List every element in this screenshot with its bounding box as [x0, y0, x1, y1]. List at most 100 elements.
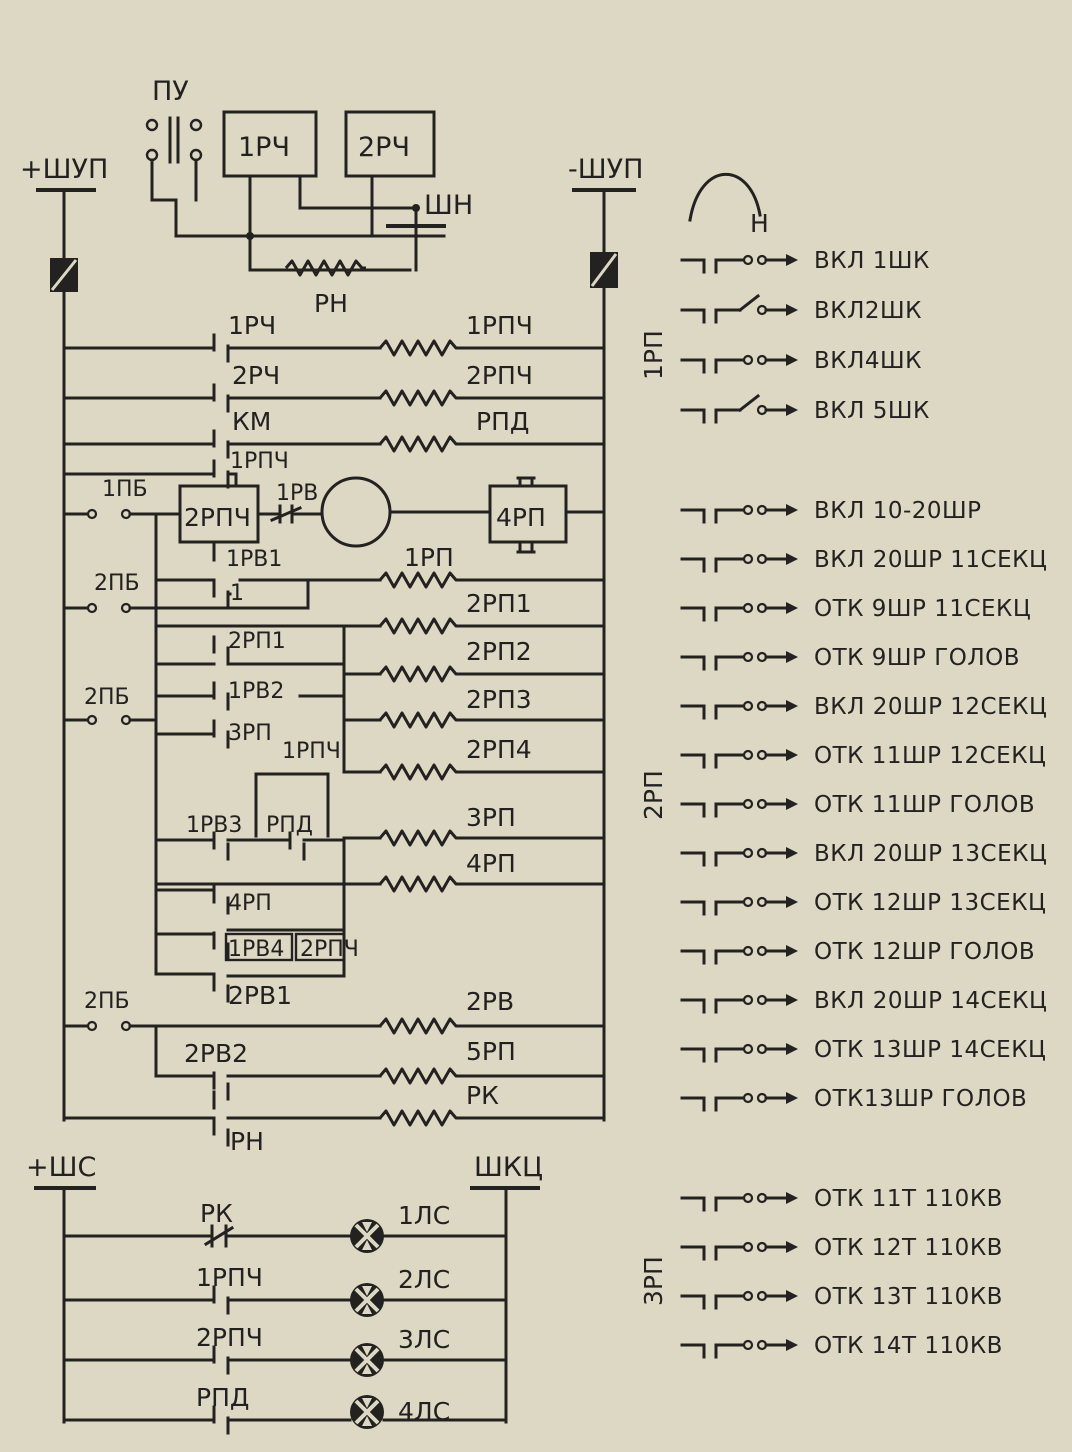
plus-shup-label: +ШУП	[20, 154, 108, 185]
contact-1-label: 1	[230, 581, 244, 606]
signal-contact-1rpch-label: 1РПЧ	[196, 1263, 263, 1292]
output-label: ВКЛ 20ШР 13СЕКЦ	[814, 841, 1047, 867]
output-label: ОТК 11Т 110КВ	[814, 1186, 1003, 1212]
contact-2rv2-label: 2РВ2	[184, 1039, 248, 1068]
output-g1-1: ВКЛ 1ШК	[814, 248, 930, 274]
output-label: ОТК 12ШР 13СЕКЦ	[814, 890, 1046, 916]
output-label: ОТК 9ШР 11СЕКЦ	[814, 596, 1031, 622]
output-label: ВКЛ 10-20ШР	[814, 498, 982, 524]
lamp-1ls-label: 1ЛС	[398, 1201, 450, 1230]
coil-4rp-label: 4РП	[466, 849, 516, 878]
output-label: ОТК 11ШР 12СЕКЦ	[814, 743, 1046, 769]
output-contact	[680, 1041, 800, 1063]
contact-2rv1-label: 2РВ1	[228, 981, 292, 1010]
output-label: ОТК 11ШР ГОЛОВ	[814, 792, 1035, 818]
coil-1rpch-label: 1РПЧ	[466, 311, 533, 340]
signal-section: +ШС ШКЦ РК 1ЛС 1РПЧ 2ЛС 2РПЧ 3ЛС РПД 4ЛС	[26, 1152, 543, 1435]
rn-coil-label: РН	[314, 289, 348, 318]
coil-2rp3-label: 2РП3	[466, 685, 532, 714]
contact-1rpch-label: 1РПЧ	[230, 449, 289, 474]
output-contact	[680, 649, 800, 671]
coil-2rp1-label: 2РП1	[466, 589, 532, 618]
shn-label: ШН	[424, 190, 473, 221]
lamp-3ls-label: 3ЛС	[398, 1325, 450, 1354]
contact-1rpch-b-label: 1РПЧ	[282, 739, 341, 764]
coil-2rp4-label: 2РП4	[466, 735, 532, 764]
contact-1rv-label: 1РВ	[276, 481, 318, 506]
signal-contact-rpd-label: РПД	[196, 1383, 249, 1412]
output-label: ВКЛ 20ШР 14СЕКЦ	[814, 988, 1047, 1014]
group-1rp-label: 1РП	[639, 330, 668, 380]
output-label: ОТК 14Т 110КВ	[814, 1333, 1003, 1359]
output-g1-3: ВКЛ4ШК	[814, 348, 922, 374]
coil-2rv-label: 2РВ	[466, 987, 514, 1016]
sub-relay-rows: 2ПБ 1 1РП 2РП1 2РП1 2РП2 2ПБ	[62, 543, 606, 781]
coil-2rpch-label: 2РПЧ	[466, 361, 533, 390]
coil-rpd-label: РПД	[476, 407, 529, 436]
output-contacts: Н 1РП 2РП 3РП ВКЛ 1ШК ВКЛ2ШК ВКЛ4ШК ВКЛ …	[639, 172, 1047, 1359]
contact-2rpch-box-label: 2РПЧ	[184, 503, 251, 532]
output-label: ОТК 9ШР ГОЛОВ	[814, 645, 1020, 671]
pu-label: ПУ	[152, 76, 189, 107]
output-label: ВКЛ 20ШР 12СЕКЦ	[814, 694, 1047, 720]
contact-3rp-label: 3РП	[228, 721, 272, 746]
output-g1-4: ВКЛ 5ШК	[814, 398, 930, 424]
relay-2rch-box	[344, 110, 436, 178]
lamp-1ls	[348, 1217, 386, 1255]
contact-1rch-label: 1РЧ	[228, 311, 276, 340]
lamp-3ls	[348, 1341, 386, 1379]
lower-relay-rows: 1РВ3 РПД 3РП 4РП 4РП 1РВ4 2РПЧ 2РВ1 2ПБ	[62, 772, 606, 1156]
switch-2pb-b-label: 2ПБ	[84, 685, 130, 710]
switch-2pb-a-label: 2ПБ	[94, 571, 140, 596]
motor-row: 1ПБ 2РПЧ 1РВ 4РП 1РВ1	[62, 476, 606, 976]
coil-rk-label: РК	[466, 1081, 499, 1110]
output-contact	[680, 502, 800, 524]
output-contact	[680, 747, 800, 769]
lamp-2ls	[348, 1281, 386, 1319]
output-label: ОТК 12ШР ГОЛОВ	[814, 939, 1035, 965]
contact-1rv1-label: 1РВ1	[226, 547, 282, 572]
output-contact	[680, 992, 800, 1014]
contact-1rv2-label: 1РВ2	[228, 679, 284, 704]
coil-1rp-label: 1РП	[404, 543, 454, 572]
plus-shs-label: +ШС	[26, 1152, 96, 1183]
switch-2pb-c-label: 2ПБ	[84, 989, 130, 1014]
relay-1rch-box	[222, 110, 318, 178]
output-contact	[680, 600, 800, 622]
output-contact	[680, 698, 800, 720]
coil-3rp-label: 3РП	[466, 803, 516, 832]
contact-2rp1-label: 2РП1	[228, 629, 286, 654]
group-3rp-label: 3РП	[639, 1256, 668, 1306]
lamp-4ls-label: 4ЛС	[398, 1397, 450, 1426]
key-n-label: Н	[750, 209, 769, 238]
output-label: ОТК 13Т 110КВ	[814, 1284, 1003, 1310]
output-contact	[680, 1239, 800, 1261]
output-contact	[680, 551, 800, 573]
output-contact	[680, 894, 800, 916]
contact-rn-label: РН	[230, 1127, 264, 1156]
output-g1-2: ВКЛ2ШК	[814, 298, 922, 324]
output-contact	[680, 1090, 800, 1112]
lamp-2ls-label: 2ЛС	[398, 1265, 450, 1294]
contact-4rp-box-label: 4РП	[496, 503, 546, 532]
contact-1rv4-label: 1РВ4	[228, 937, 284, 962]
contact-4rp-label: 4РП	[228, 891, 272, 916]
main-relay-rows: 1РЧ 1РПЧ 2РЧ 2РПЧ КМ РПД 1РПЧ	[62, 311, 606, 489]
output-label: ОТК 13ШР 14СЕКЦ	[814, 1037, 1046, 1063]
contact-km-label: КМ	[232, 407, 271, 436]
group-2rp-label: 2РП	[639, 770, 668, 820]
output-label: ОТК 12Т 110КВ	[814, 1235, 1003, 1261]
output-label: ОТК13ШР ГОЛОВ	[814, 1086, 1027, 1112]
signal-contact-rk-label: РК	[200, 1199, 233, 1228]
power-section: +ШУП -ШУП ПУ 1РЧ 2РЧ ШН РН	[20, 76, 643, 1122]
switch-1pb-label: 1ПБ	[102, 477, 148, 502]
output-contact	[680, 845, 800, 867]
contact-2rch-label: 2РЧ	[232, 361, 280, 390]
output-label: ВКЛ 20ШР 11СЕКЦ	[814, 547, 1047, 573]
output-contact	[680, 943, 800, 965]
output-contact	[680, 796, 800, 818]
signal-contact-2rpch-label: 2РПЧ	[196, 1323, 263, 1352]
output-contact	[680, 1288, 800, 1310]
relay-1rch-label: 1РЧ	[238, 132, 290, 163]
